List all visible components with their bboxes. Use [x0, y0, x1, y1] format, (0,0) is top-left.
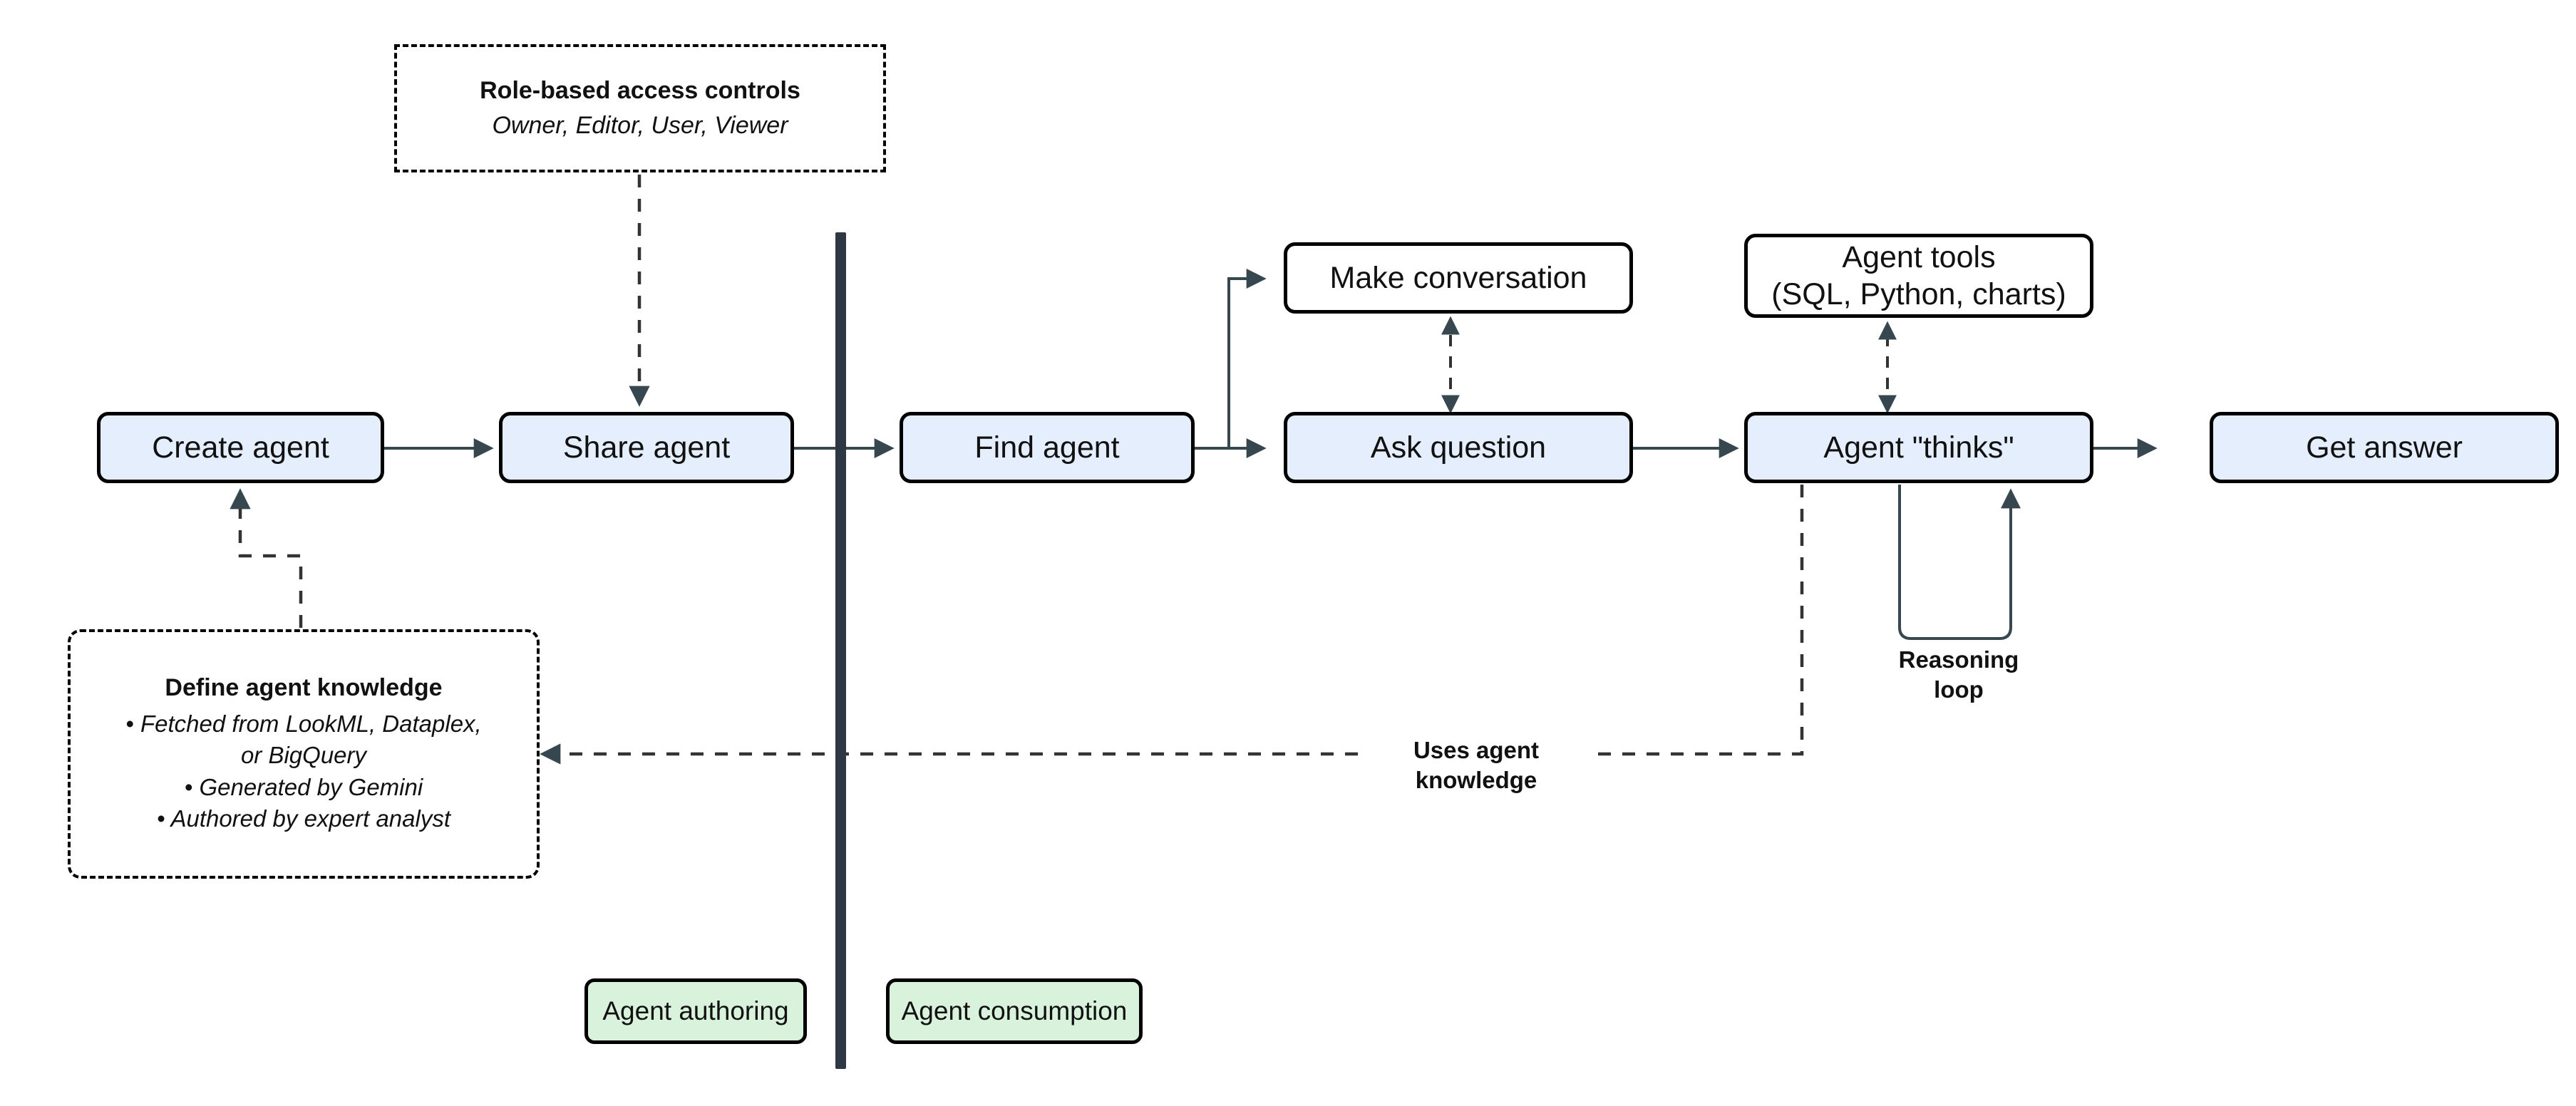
node-make-conversation[interactable]: Make conversation	[1284, 242, 1633, 314]
agent-knowledge-annotation-box: Define agent knowledge • Fetched from Lo…	[68, 629, 540, 879]
node-find-agent[interactable]: Find agent	[900, 412, 1195, 483]
legend-agent-authoring: Agent authoring	[584, 978, 807, 1044]
node-get-answer[interactable]: Get answer	[2210, 412, 2559, 483]
node-share-agent[interactable]: Share agent	[499, 412, 794, 483]
edge-knowledge-to-create	[230, 488, 303, 628]
rbac-subtitle: Owner, Editor, User, Viewer	[492, 112, 788, 140]
agent-knowledge-item-0: • Fetched from LookML, Dataplex,	[125, 710, 482, 737]
uses-agent-knowledge-label: Uses agent knowledge	[1358, 735, 1594, 795]
agent-knowledge-item-2: • Generated by Gemini	[184, 773, 423, 800]
node-create-agent[interactable]: Create agent	[97, 412, 384, 483]
rbac-title: Role-based access controls	[480, 76, 800, 104]
rbac-annotation-box: Role-based access controls Owner, Editor…	[394, 44, 886, 172]
authoring-consumption-divider	[835, 232, 846, 1069]
edge-uses-agent-knowledge	[540, 485, 1804, 765]
agent-knowledge-title: Define agent knowledge	[165, 674, 443, 702]
agent-knowledge-item-3: • Authored by expert analyst	[156, 805, 451, 832]
reasoning-loop-label: Reasoning loop	[1880, 645, 2037, 705]
node-ask-question[interactable]: Ask question	[1284, 412, 1633, 483]
node-agent-thinks[interactable]: Agent "thinks"	[1744, 412, 2093, 483]
agent-knowledge-list: • Fetched from LookML, Dataplex, or BigQ…	[125, 708, 481, 835]
node-agent-tools[interactable]: Agent tools (SQL, Python, charts)	[1744, 234, 2093, 318]
legend-agent-consumption: Agent consumption	[886, 978, 1143, 1044]
edge-find-to-conversation	[1194, 269, 1267, 450]
agent-knowledge-item-1: or BigQuery	[240, 742, 367, 769]
edge-reasoning-loop	[1898, 485, 2021, 640]
